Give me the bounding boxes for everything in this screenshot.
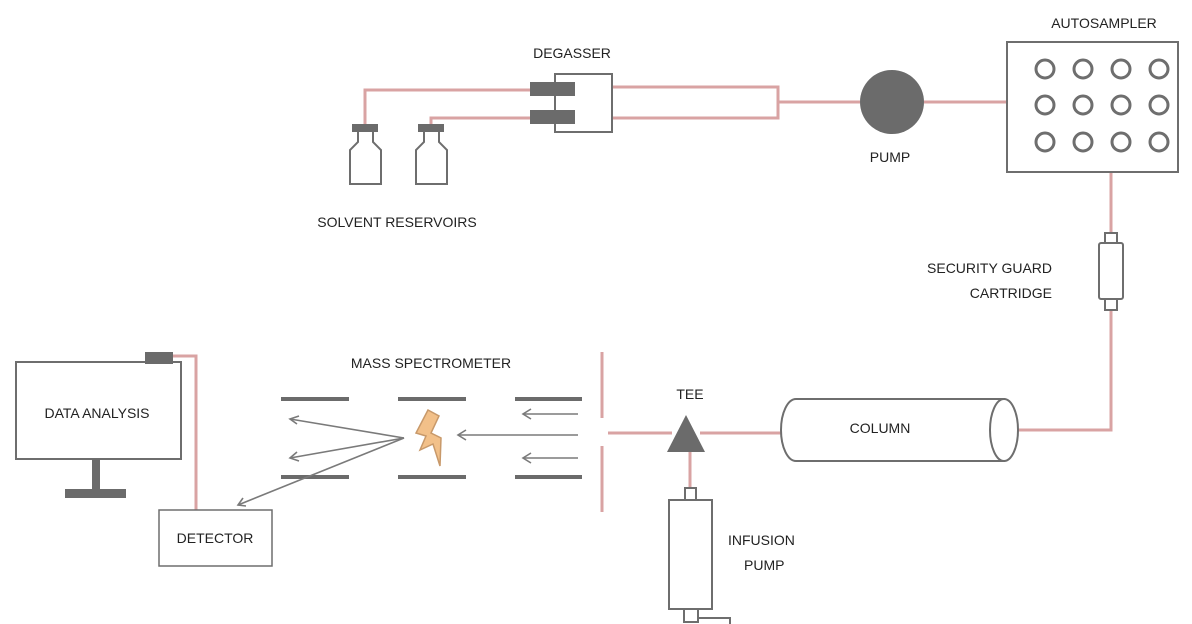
sample-vial [1110, 131, 1132, 153]
autosampler [1006, 41, 1179, 173]
column-label: COLUMN [850, 420, 911, 436]
sample-vial [1034, 58, 1056, 80]
sample-vial [1034, 131, 1056, 153]
sample-vial [1110, 58, 1132, 80]
tubing-guard-column [1018, 310, 1113, 432]
security-guard-cartridge [1098, 232, 1124, 311]
tubing [172, 85, 1113, 510]
detector [158, 509, 273, 567]
monitor-icon [15, 352, 182, 498]
detector-label: DETECTOR [177, 530, 254, 546]
solvent-bottle-icon [349, 124, 382, 185]
data-analysis-label: DATA ANALYSIS [44, 405, 149, 421]
degasser [530, 73, 613, 133]
tubing-reservoir-2 [429, 116, 530, 126]
infusion-pump-label-line1: INFUSION [728, 532, 795, 548]
sample-vial [1148, 94, 1170, 116]
lightning-icon [414, 408, 442, 467]
sample-vial [1072, 94, 1094, 116]
solvent-bottle-icon [415, 124, 448, 185]
syringe-icon [668, 487, 731, 624]
sample-vial [1072, 131, 1094, 153]
degasser-label: DEGASSER [533, 45, 611, 61]
tubing-reservoir-1 [363, 88, 530, 126]
mass-spectrometer [236, 352, 604, 512]
mass-spectrometer-label: MASS SPECTROMETER [351, 355, 511, 371]
autosampler-label: AUTOSAMPLER [1051, 15, 1157, 31]
sample-vial [1148, 58, 1170, 80]
pump-label: PUMP [870, 149, 910, 165]
security-guard-label-line1: SECURITY GUARD [927, 260, 1052, 276]
sample-vial [1072, 58, 1094, 80]
tee-label: TEE [676, 386, 703, 402]
sample-vial [1034, 94, 1056, 116]
tubing-degasser-outlet [612, 85, 780, 120]
infusion-pump-label-line2: PUMP [744, 557, 784, 573]
tee-icon [667, 415, 705, 452]
sample-vial [1148, 131, 1170, 153]
sample-vial [1110, 94, 1132, 116]
solvent-reservoirs-label: SOLVENT RESERVOIRS [317, 214, 477, 230]
security-guard-label-line2: CARTRIDGE [970, 285, 1052, 301]
tubing-monitor-detector [172, 354, 198, 510]
column [780, 398, 1019, 462]
pump-icon [860, 70, 924, 134]
